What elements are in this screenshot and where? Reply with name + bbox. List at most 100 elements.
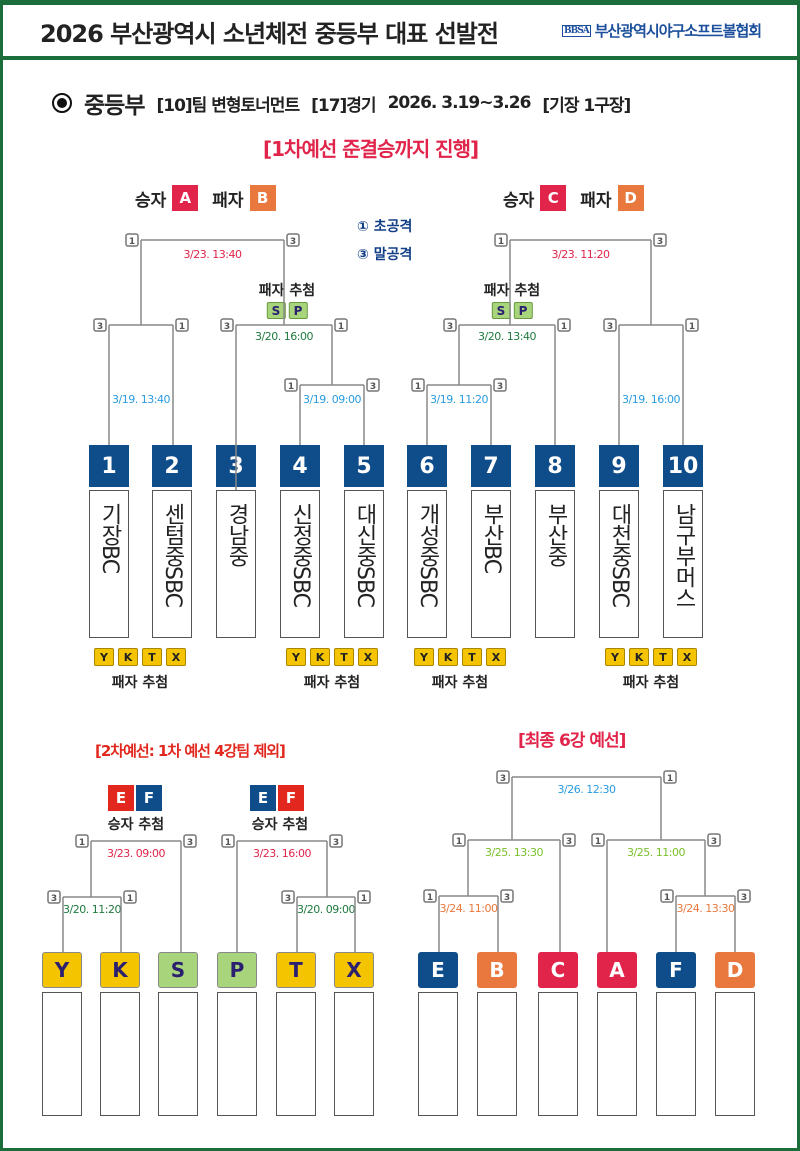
draw-label: 패자 추첨 [622, 675, 680, 691]
chip: K [629, 648, 649, 666]
team-name-box: 부산BC [471, 490, 511, 638]
final-title: [최종 6강 예선] [518, 731, 626, 751]
svg-text:3: 3 [51, 894, 57, 904]
team-name: 부산BC [479, 503, 504, 574]
chip-p: P [288, 302, 308, 319]
empty-team-box [217, 992, 257, 1116]
attack-order-badge: 3 [220, 318, 234, 332]
team-name-box: 기장BC [89, 490, 129, 638]
attack-order-badge: 3 [500, 889, 514, 903]
chip: K [438, 648, 458, 666]
empty-team-box [656, 992, 696, 1116]
team-tile: P [217, 952, 257, 988]
svg-text:3: 3 [97, 322, 103, 332]
attack-order-badge: 3 [737, 889, 751, 903]
attack-order-badge: 3 [493, 378, 507, 392]
svg-text:1: 1 [415, 382, 421, 392]
empty-team-box [597, 992, 637, 1116]
chip: X [486, 648, 506, 666]
svg-text:3: 3 [504, 893, 510, 903]
draw-label: 패자 추첨 [483, 283, 541, 299]
attack-order-badge: 1 [452, 833, 466, 847]
match-date: 3/23. 11:20 [551, 248, 610, 261]
empty-team-box [276, 992, 316, 1116]
team-number: 2 [152, 445, 192, 487]
team-tile: X [334, 952, 374, 988]
org-name: 부산광역시야구소프트볼협회 [594, 22, 762, 40]
svg-text:1: 1 [667, 774, 673, 784]
legend-last-attack: ③ 말공격 [357, 247, 413, 263]
chip: X [358, 648, 378, 666]
svg-text:1: 1 [689, 322, 695, 332]
svg-text:1: 1 [288, 382, 294, 392]
team-tile: F [656, 952, 696, 988]
team-name: 센텀중SBC [160, 503, 185, 608]
team-tile: K [100, 952, 140, 988]
team-number: 4 [280, 445, 320, 487]
page-title: 2026 부산광역시 소년체전 중등부 대표 선발전 [40, 20, 499, 48]
svg-text:3: 3 [497, 382, 503, 392]
chip-s: S [266, 302, 286, 319]
attack-order-badge: 3 [653, 233, 667, 247]
svg-text:3: 3 [290, 237, 296, 247]
attack-order-badge: 3 [93, 318, 107, 332]
winner-label: 승자 [135, 190, 167, 211]
team-name-box: 신정중SBC [280, 490, 320, 638]
svg-text:1: 1 [338, 322, 344, 332]
chip: X [166, 648, 186, 666]
attack-order-badge: 1 [123, 890, 137, 904]
loser-label: 패자 [212, 190, 244, 211]
team-tile: D [715, 952, 755, 988]
team-name-box: 경남중 [216, 490, 256, 638]
svg-text:3: 3 [657, 237, 663, 247]
svg-text:3: 3 [187, 838, 193, 848]
team-number: 7 [471, 445, 511, 487]
team-tile: Y [42, 952, 82, 988]
svg-text:1: 1 [456, 837, 462, 847]
attack-order-badge: 1 [75, 834, 89, 848]
team-tile: A [597, 952, 637, 988]
attack-order-badge: 3 [496, 770, 510, 784]
attack-order-badge: 3 [183, 834, 197, 848]
team-tile: T [276, 952, 316, 988]
attack-order-badge: 1 [423, 889, 437, 903]
chip-d: D [617, 185, 644, 211]
svg-text:3: 3 [607, 322, 613, 332]
winner-label: 승자 [503, 190, 535, 211]
svg-text:3: 3 [224, 322, 230, 332]
bullet-icon [52, 93, 72, 113]
empty-team-box [42, 992, 82, 1116]
chip-b: B [249, 185, 276, 211]
svg-text:3: 3 [711, 837, 717, 847]
bbsa-logo-icon: BBSA [562, 24, 591, 37]
match-date: 3/23. 13:40 [183, 248, 242, 261]
chip-s: S [491, 302, 511, 319]
attack-order-badge: 1 [334, 318, 348, 332]
attack-order-badge: 3 [366, 378, 380, 392]
team-name: 신정중SBC [288, 503, 313, 608]
team-number: 1 [89, 445, 129, 487]
svg-text:3: 3 [370, 382, 376, 392]
attack-order-badge: 1 [175, 318, 189, 332]
round2-title: [2차예선: 1차 예선 4강팀 제외] [95, 742, 286, 760]
chip: T [142, 648, 162, 666]
attack-order-badge: 3 [707, 833, 721, 847]
attack-order-badge: 1 [685, 318, 699, 332]
subtitle: 중등부 [10]팀 변형토너먼트 [17]경기 2026. 3.19~3.26 … [52, 86, 631, 120]
match-date: 3/25. 11:00 [627, 846, 685, 859]
chip: Y [605, 648, 625, 666]
team-name: 기장BC [97, 503, 122, 574]
attack-order-badge: 3 [562, 833, 576, 847]
team-name: 대천중SBC [607, 503, 632, 608]
match-date: 3/20. 11:20 [63, 903, 121, 916]
